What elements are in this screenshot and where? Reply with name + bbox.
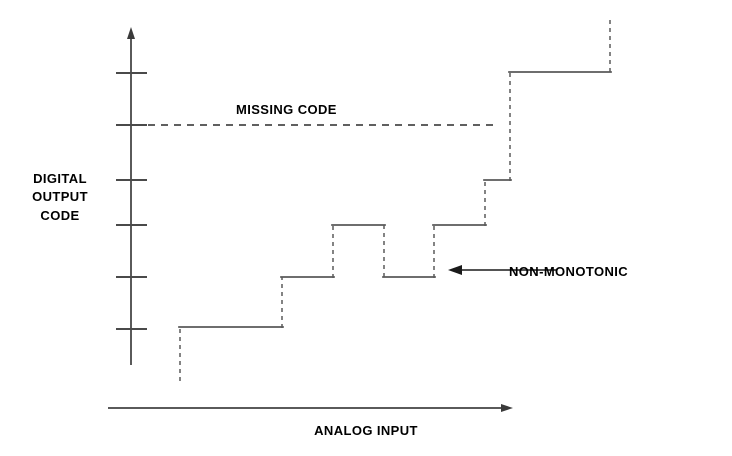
x-axis bbox=[108, 404, 513, 412]
staircase-treads bbox=[178, 71, 612, 328]
y-axis-label: DIGITAL OUTPUT CODE bbox=[32, 171, 88, 223]
callout-arrowhead bbox=[448, 265, 462, 275]
missing-code-label: MISSING CODE bbox=[236, 102, 337, 117]
non-monotonic-callout-arrow bbox=[448, 265, 557, 275]
x-axis-arrowhead bbox=[501, 404, 513, 412]
x-axis-label: ANALOG INPUT bbox=[314, 423, 418, 438]
y-axis-arrowhead bbox=[127, 27, 135, 39]
y-axis bbox=[116, 27, 147, 365]
non-monotonic-label: NON-MONOTONIC bbox=[509, 264, 629, 279]
staircase-risers bbox=[179, 20, 611, 381]
